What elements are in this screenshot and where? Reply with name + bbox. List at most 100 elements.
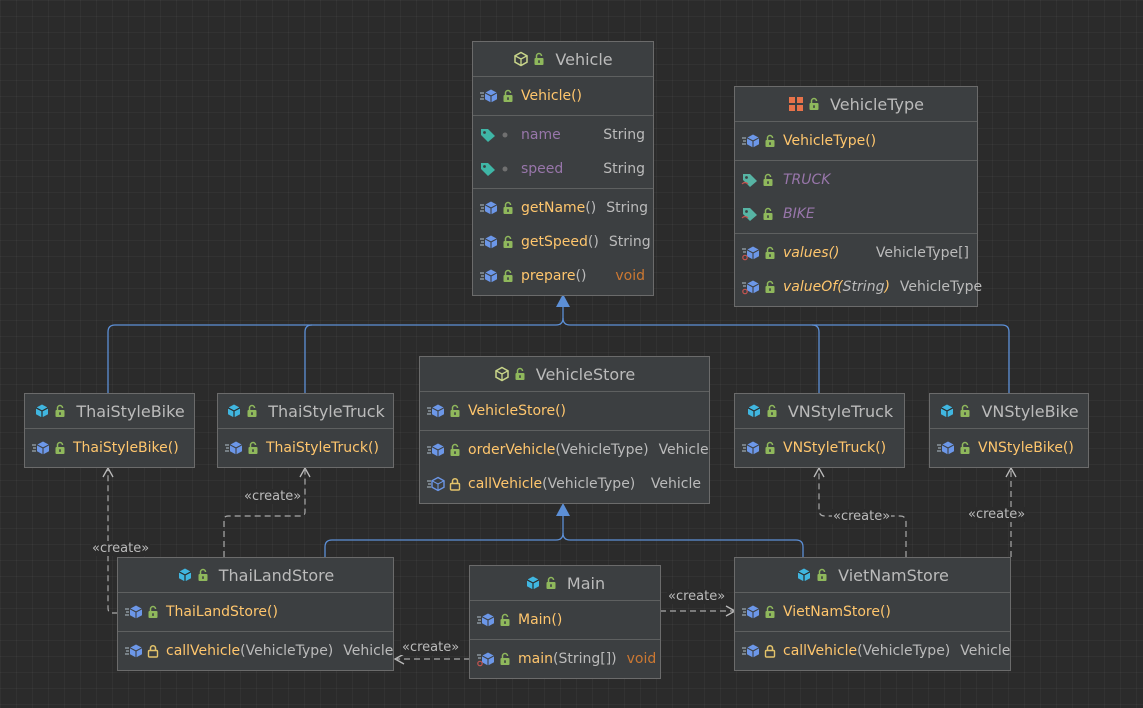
method-name: values <box>783 245 829 261</box>
vehicle-inheritance-arrowhead <box>556 294 570 307</box>
enum-constant-icon <box>741 172 759 188</box>
node-title: VNStyleBike <box>930 394 1088 429</box>
unlocked-icon <box>246 404 258 418</box>
node-thai-style-truck[interactable]: ThaiStyleTruck ThaiStyleTruck() <box>217 393 394 468</box>
node-thai-style-bike[interactable]: ThaiStyleBike ThaiStyleBike() <box>24 393 195 468</box>
node-vehicle[interactable]: Vehicle Vehicle() name String speed Stri… <box>472 41 654 296</box>
enum-constant-row[interactable]: BIKE <box>735 197 977 231</box>
node-main[interactable]: Main Main() main(String[]) void <box>469 565 661 679</box>
class-name: VehicleStore <box>535 364 636 384</box>
unlocked-icon <box>449 443 461 457</box>
method-row[interactable]: callVehicle(VehicleType) Vehicle <box>735 634 1010 668</box>
method-icon <box>31 440 51 456</box>
dependency-arrowheads <box>102 466 1017 665</box>
class-icon <box>796 567 812 583</box>
node-vehicle-store[interactable]: VehicleStore VehicleStore() orderVehicle… <box>419 356 710 504</box>
constructor-row[interactable]: VNStyleTruck() <box>735 431 904 465</box>
method-row[interactable]: getSpeed() String <box>473 225 653 259</box>
method-name: main <box>518 651 553 667</box>
method-row[interactable]: callVehicle(VehicleType) Vehicle <box>118 634 393 668</box>
unlocked-icon <box>764 441 776 455</box>
constructor-name: ThaiStyleBike() <box>73 440 179 456</box>
enum-constant-icon <box>741 206 759 222</box>
class-name: VNStyleTruck <box>787 401 894 421</box>
unlocked-icon <box>762 207 774 221</box>
method-row[interactable]: main(String[]) void <box>470 642 660 676</box>
method-row[interactable]: callVehicle(VehicleType) Vehicle <box>420 467 709 501</box>
override-method-icon <box>124 643 144 659</box>
method-row[interactable]: getName() String <box>473 191 653 225</box>
method-name: callVehicle <box>166 643 241 659</box>
class-name: VNStyleBike <box>981 401 1079 421</box>
create-label-vn-bike: «create» <box>967 507 1027 522</box>
constructor-row[interactable]: ThaiLandStore() <box>118 595 393 629</box>
field-row[interactable]: name String <box>473 118 653 152</box>
return-type: VehicleType <box>899 279 983 295</box>
node-title: VNStyleTruck <box>735 394 904 429</box>
unlocked-icon <box>502 235 514 249</box>
node-vietnam-store[interactable]: VietNamStore VietNamStore() callVehicle(… <box>734 557 1011 671</box>
enum-constant-name: TRUCK <box>783 172 831 188</box>
constructor-row[interactable]: Main() <box>470 603 660 637</box>
method-icon <box>479 234 499 250</box>
node-vn-style-bike[interactable]: VNStyleBike VNStyleBike() <box>929 393 1089 468</box>
unlocked-icon <box>764 280 776 294</box>
method-name: callVehicle <box>783 643 858 659</box>
unlocked-icon <box>533 52 545 66</box>
method-row[interactable]: orderVehicle(VehicleType) Vehicle <box>420 433 709 467</box>
runnable-class-icon <box>525 575 541 591</box>
return-type: void <box>615 268 645 284</box>
field-icon <box>479 127 497 143</box>
constructor-row[interactable]: VNStyleBike() <box>930 431 1088 465</box>
inheritance-vehicle <box>107 295 1010 393</box>
method-row[interactable]: prepare() void <box>473 259 653 293</box>
create-label-thai-truck: «create» <box>243 489 303 504</box>
method-icon <box>124 604 144 620</box>
method-param-type: String <box>842 279 885 295</box>
node-title: ThaiStyleTruck <box>218 394 393 429</box>
constructor-row[interactable]: Vehicle() <box>473 79 653 113</box>
method-row[interactable]: values() VehicleType[] <box>735 236 977 270</box>
node-title: ThaiLandStore <box>118 558 393 593</box>
enum-constant-name: BIKE <box>783 206 815 222</box>
method-params: (String[]) <box>552 651 617 667</box>
method-name: prepare <box>521 268 576 284</box>
return-type: void <box>626 651 657 667</box>
abstract-method-icon <box>426 476 446 492</box>
constructor-row[interactable]: ThaiStyleTruck() <box>218 431 393 465</box>
abstract-class-icon <box>513 51 529 67</box>
unlocked-icon <box>808 97 820 111</box>
method-paren-open: ( <box>837 279 843 295</box>
constructor-name: VehicleType() <box>783 133 877 149</box>
method-params: () <box>828 245 840 261</box>
constructor-name: VNStyleTruck() <box>783 440 887 456</box>
method-params: () <box>575 268 587 284</box>
constructor-row[interactable]: VehicleStore() <box>420 394 709 428</box>
constructor-row[interactable]: VehicleType() <box>735 124 977 158</box>
unlocked-icon <box>514 367 526 381</box>
field-icon <box>479 161 497 177</box>
unlocked-icon <box>197 568 209 582</box>
static-method-icon <box>476 651 496 667</box>
node-vn-style-truck[interactable]: VNStyleTruck VNStyleTruck() <box>734 393 905 468</box>
field-row[interactable]: speed String <box>473 152 653 186</box>
node-thailand-store[interactable]: ThaiLandStore ThaiLandStore() callVehicl… <box>117 557 394 671</box>
unlocked-icon <box>499 652 511 666</box>
method-row[interactable]: valueOf(String) VehicleType <box>735 270 982 304</box>
unlocked-icon <box>449 404 461 418</box>
method-params: () <box>587 234 599 250</box>
node-vehicle-type[interactable]: VehicleType VehicleType() TRUCK BIKE val… <box>734 86 982 307</box>
enum-constant-row[interactable]: TRUCK <box>735 163 977 197</box>
method-icon <box>426 442 446 458</box>
constructor-name: Vehicle() <box>521 88 582 104</box>
create-label-vn-truck: «create» <box>832 509 892 524</box>
method-name: orderVehicle <box>468 442 556 458</box>
create-label-thailand-store: «create» <box>401 640 461 655</box>
constructor-row[interactable]: ThaiStyleBike() <box>25 431 194 465</box>
unlocked-icon <box>247 441 259 455</box>
constructor-row[interactable]: VietNamStore() <box>735 595 1010 629</box>
constructor-name: VietNamStore() <box>783 604 891 620</box>
method-name: getSpeed <box>521 234 588 250</box>
method-params: (VehicleType) <box>857 643 951 659</box>
unlocked-icon <box>147 605 159 619</box>
